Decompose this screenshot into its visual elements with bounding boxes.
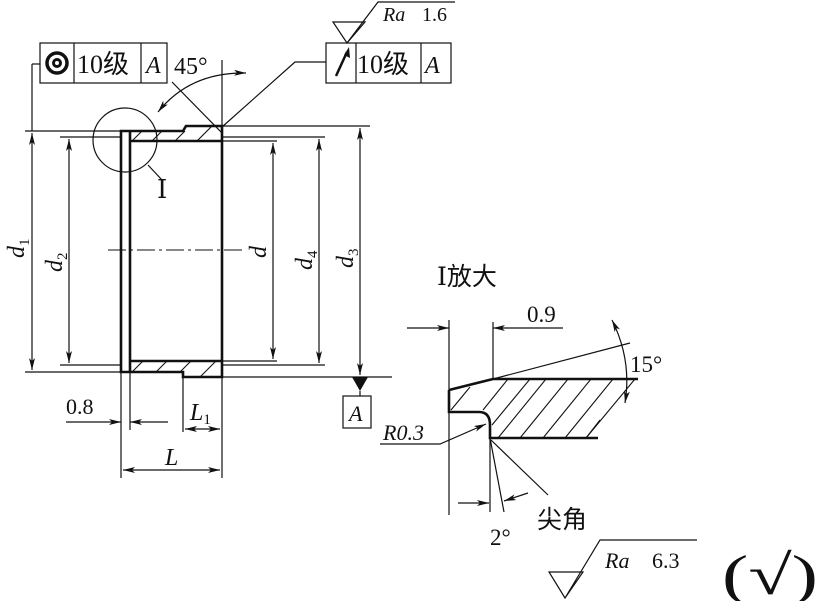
svg-text:Ra: Ra	[604, 548, 629, 573]
dim-d4-label: d4	[292, 250, 321, 270]
angle-15-line	[492, 342, 631, 380]
roughness-symbol-default: Ra 6.3 (√)	[547, 539, 818, 601]
datum-triangle-icon	[352, 377, 368, 391]
angle-15-arc	[611, 319, 630, 404]
dim-0-9-label: 0.9	[527, 302, 556, 327]
dim-L1-label: L1	[189, 400, 211, 428]
dim-d1-label: d1	[4, 239, 33, 259]
concentricity-icon	[45, 51, 69, 75]
chamfer-angle: 45°	[174, 54, 208, 80]
sharp-corner-label: 尖角	[537, 506, 587, 534]
roughness-note: (√)	[722, 545, 818, 601]
dim-d-label: d	[246, 245, 272, 258]
svg-text:1.6: 1.6	[422, 4, 447, 26]
runout-frame: 10级 A	[325, 42, 452, 84]
dim-wall-label: 0.8	[66, 394, 94, 419]
svg-text:A: A	[423, 53, 440, 79]
svg-text:Ra: Ra	[382, 4, 405, 26]
datum-box	[342, 395, 372, 429]
runout-leader	[221, 61, 326, 128]
sharp-corner-leader	[490, 439, 549, 496]
roughness-symbol-top: Ra 1.6	[331, 1, 455, 44]
runout-arrow-icon	[334, 47, 350, 77]
svg-text:10级: 10级	[357, 50, 409, 79]
svg-text:6.3: 6.3	[652, 548, 680, 573]
dim-L-label: L	[164, 445, 178, 471]
radius-leader	[380, 423, 487, 445]
detail-hatch	[450, 378, 636, 439]
datum-label: A	[347, 401, 363, 426]
angle-2-label: 2°	[490, 525, 511, 550]
angle-15-label: 15°	[630, 352, 662, 377]
svg-text:A: A	[144, 53, 161, 79]
svg-text:10级: 10级	[77, 50, 129, 79]
detail-marker: Ⅰ	[157, 175, 167, 204]
bore-lines	[128, 131, 222, 372]
section-hatch	[131, 125, 217, 378]
dim-d2-label: d2	[42, 253, 71, 273]
radius-label: R0.3	[382, 420, 424, 445]
detail-circle	[92, 107, 158, 173]
detail-title: Ⅰ放大	[437, 263, 497, 291]
part-outline	[119, 124, 224, 379]
concentricity-frame: 10级 A	[39, 42, 168, 84]
detail-view: Ⅰ放大 0.9 15° R0.3 2° 尖角	[380, 263, 662, 550]
dim-d3-label: d3	[333, 249, 362, 269]
angle-45-arc	[157, 69, 247, 113]
main-view: d1 d2 d d4 d3 A 0.8 L1 L 45°	[4, 1, 455, 478]
